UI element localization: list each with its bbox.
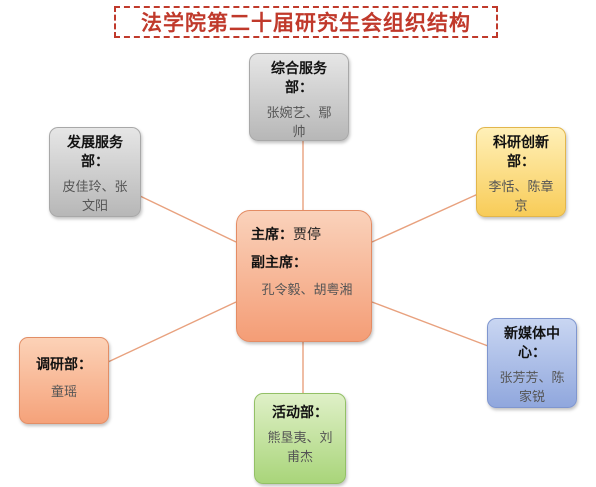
node-member-names: 皮佳玲、张文阳	[62, 180, 128, 214]
link-research	[371, 193, 479, 243]
node-member-names: 张芳芳、陈家锐	[499, 371, 565, 405]
node-activity: 活动部： 熊垦夷、刘甫杰	[254, 393, 346, 484]
node-dept-label: 综合服务部：	[271, 61, 327, 96]
node-comprehensive-service: 综合服务部： 张婉艺、鄢帅	[249, 53, 349, 141]
node-chairs: 主席：贾停 副主席： 孔令毅、胡粤湘	[236, 210, 372, 342]
node-development-service: 发展服务部： 皮佳玲、张文阳	[49, 127, 141, 217]
node-dept-label: 发展服务部：	[67, 135, 123, 170]
node-member-names: 李恬、陈章京	[488, 180, 554, 214]
link-development	[139, 195, 237, 243]
node-dept-label: 调研部：	[36, 357, 92, 373]
node-dept-label: 新媒体中心：	[504, 326, 560, 361]
chair-row: 主席：贾停	[251, 225, 321, 245]
node-dept-label: 活动部：	[272, 405, 328, 421]
node-member-names: 熊垦夷、刘甫杰	[267, 431, 333, 465]
diagram-title: 法学院第二十届研究生会组织结构	[114, 6, 498, 38]
vice-chair-label: 副主席：	[251, 255, 307, 271]
link-new-media	[371, 301, 489, 347]
node-dept-label: 科研创新部：	[493, 135, 549, 170]
node-research-innovation: 科研创新部： 李恬、陈章京	[476, 127, 566, 217]
node-survey: 调研部： 童瑶	[19, 337, 109, 424]
node-new-media-center: 新媒体中心： 张芳芳、陈家锐	[487, 318, 577, 408]
node-member-names: 童瑶	[50, 385, 77, 400]
link-survey	[107, 301, 237, 363]
node-member-names: 张婉艺、鄢帅	[266, 106, 332, 140]
chair-name: 贾停	[293, 227, 321, 243]
chair-label: 主席：	[251, 227, 293, 243]
vice-chair-names: 孔令毅、胡粤湘	[261, 283, 353, 298]
